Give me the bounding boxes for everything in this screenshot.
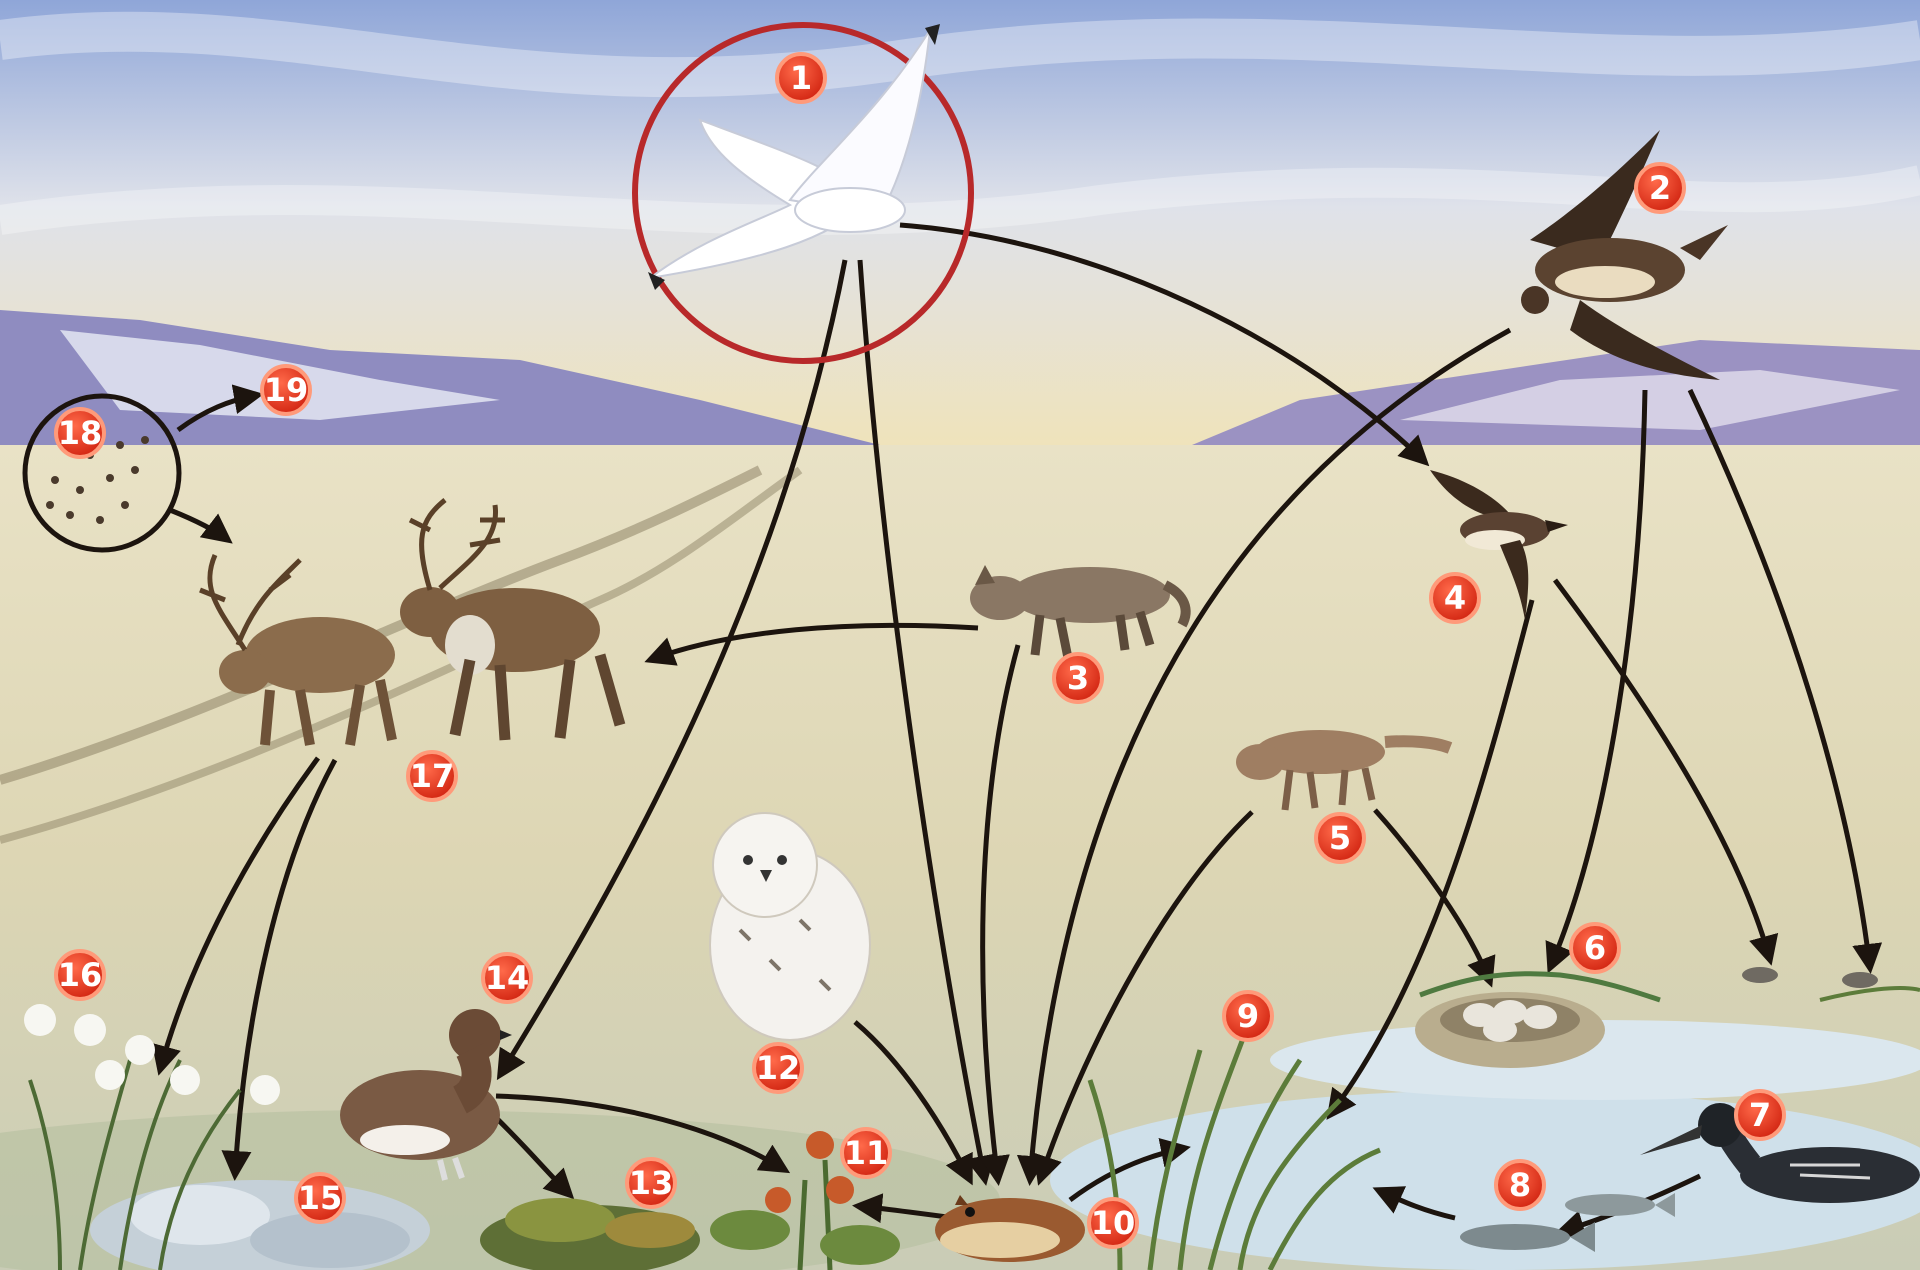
badge-8: 8: [1496, 1161, 1544, 1209]
badge-11: 11: [842, 1129, 890, 1177]
badge-number-label: 17: [410, 757, 455, 795]
badge-6: 6: [1571, 924, 1619, 972]
badge-12: 12: [754, 1044, 802, 1092]
badge-4: 4: [1431, 574, 1479, 622]
badge-number-label: 10: [1091, 1204, 1136, 1242]
badge-15: 15: [296, 1174, 344, 1222]
badge-number-label: 6: [1584, 929, 1606, 967]
badge-number-label: 15: [298, 1179, 343, 1217]
badge-number-label: 8: [1509, 1166, 1531, 1204]
badge-2: 2: [1636, 164, 1684, 212]
badge-number-label: 2: [1649, 169, 1671, 207]
badge-19: 19: [262, 366, 310, 414]
badge-17: 17: [408, 752, 456, 800]
badge-number-label: 13: [629, 1164, 674, 1202]
badge-number-label: 1: [790, 59, 812, 97]
badge-9: 9: [1224, 992, 1272, 1040]
badge-14: 14: [483, 954, 531, 1002]
badge-number-label: 19: [264, 371, 309, 409]
badge-10: 10: [1089, 1199, 1137, 1247]
badge-1: 1: [777, 54, 825, 102]
badge-number-label: 7: [1749, 1096, 1771, 1134]
badge-number-label: 18: [58, 414, 103, 452]
badge-number-label: 4: [1444, 579, 1466, 617]
badge-number-label: 16: [58, 956, 103, 994]
badge-number-label: 12: [756, 1049, 801, 1087]
badge-13: 13: [627, 1159, 675, 1207]
badge-number-label: 5: [1329, 819, 1351, 857]
badge-number-label: 14: [485, 959, 530, 997]
badge-5: 5: [1316, 814, 1364, 862]
badge-number-label: 11: [844, 1134, 889, 1172]
badge-number-label: 9: [1237, 997, 1259, 1035]
badge-18: 18: [56, 409, 104, 457]
badge-3: 3: [1054, 654, 1102, 702]
badge-number-label: 3: [1067, 659, 1089, 697]
badge-16: 16: [56, 951, 104, 999]
badge-7: 7: [1736, 1091, 1784, 1139]
